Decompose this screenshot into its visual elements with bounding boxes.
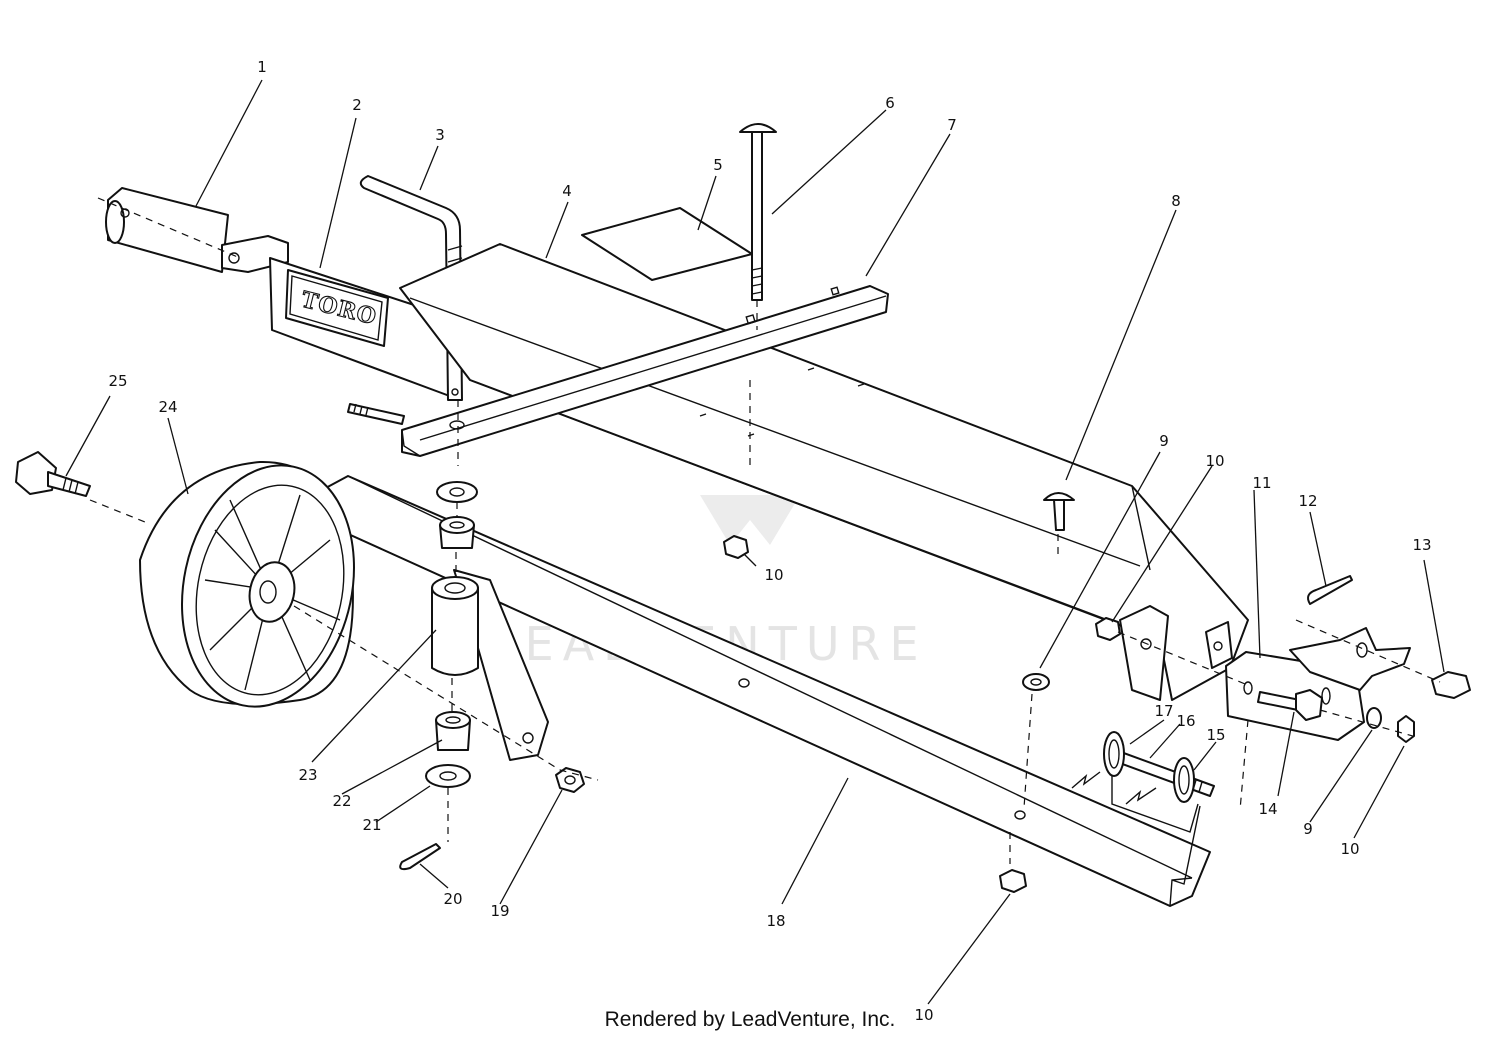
part-19-nut: [555, 767, 585, 793]
part-15-spring: [1173, 757, 1195, 803]
part-8-carriage-bolt: [1043, 492, 1075, 531]
callout-21: 21: [362, 816, 381, 834]
part-10-nut-center: [723, 535, 749, 559]
callout-24: 24: [158, 398, 177, 416]
part-20-cotter-pin: [399, 843, 441, 871]
part-bushing-upper: [439, 516, 475, 549]
part-12-cotter-pin: [1307, 575, 1353, 605]
assembly-centerlines: [89, 197, 1441, 864]
part-21-washer: [425, 764, 471, 788]
callout-3: 3: [435, 126, 445, 144]
part-2-handle-bracket: TORO: [221, 235, 461, 399]
footer-credit: Rendered by LeadVenture, Inc.: [0, 1008, 1500, 1032]
part-9-washer-right: [1366, 707, 1382, 729]
callout-7: 7: [947, 116, 957, 134]
callout-10-bottom: 10: [914, 1006, 933, 1024]
part-23-spacer-tube: [431, 576, 479, 676]
part-17-spring: [1103, 731, 1125, 777]
callout-9-frame: 9: [1159, 432, 1169, 450]
spring-symbol-left: [1071, 771, 1101, 789]
footer-credit-text: Rendered by LeadVenture, Inc.: [604, 1008, 896, 1031]
callout-13: 13: [1412, 536, 1431, 554]
callout-9-right: 9: [1303, 820, 1313, 838]
callout-25: 25: [108, 372, 127, 390]
part-7-cross-brace: [401, 285, 889, 457]
callout-11: 11: [1252, 474, 1271, 492]
part-latch-bracket: [1289, 627, 1411, 691]
spring-bracket: [1111, 776, 1201, 885]
part-25-axle-bolt: [15, 451, 91, 497]
leader-lines: [65, 79, 1445, 1005]
part-9-washer-frame: [1022, 673, 1050, 691]
part-stud-bolt: [347, 403, 405, 425]
callout-19: 19: [490, 902, 509, 920]
part-10-nut-bottom: [999, 869, 1027, 893]
part-10-nut-right-frame: [1095, 617, 1121, 641]
callout-20: 20: [443, 890, 462, 908]
callout-8: 8: [1171, 192, 1181, 210]
part-6-carriage-bolt: [739, 123, 777, 301]
callout-6: 6: [885, 94, 895, 112]
part-14-bolt: [1257, 689, 1323, 721]
callout-18: 18: [766, 912, 785, 930]
part-10-nut-right: [1397, 715, 1415, 743]
part-24-wheel: [139, 460, 355, 708]
callout-labels: 1 2 3 4 5 6 7 8 9 10 11 12 13 14 15 16 1…: [108, 58, 1431, 1024]
callout-4: 4: [562, 182, 572, 200]
part-1-handle-tube: [105, 187, 229, 273]
part-5-decal: [581, 207, 753, 281]
callout-5: 5: [713, 156, 723, 174]
spring-symbol-right: [1125, 787, 1157, 805]
callout-10-right: 10: [1340, 840, 1359, 858]
part-washer-upper: [436, 481, 478, 503]
callout-17: 17: [1154, 702, 1173, 720]
part-22-bushing: [435, 711, 471, 751]
callout-23: 23: [298, 766, 317, 784]
callout-15: 15: [1206, 726, 1225, 744]
callout-10-frame: 10: [1205, 452, 1224, 470]
part-4-frame-channel: [399, 243, 1249, 701]
callout-16: 16: [1176, 712, 1195, 730]
part-13-nut: [1431, 671, 1471, 699]
callout-1: 1: [257, 58, 267, 76]
callout-10-center: 10: [764, 566, 783, 584]
callout-14: 14: [1258, 800, 1277, 818]
callout-22: 22: [332, 792, 351, 810]
callout-2: 2: [352, 96, 362, 114]
callout-12: 12: [1298, 492, 1317, 510]
